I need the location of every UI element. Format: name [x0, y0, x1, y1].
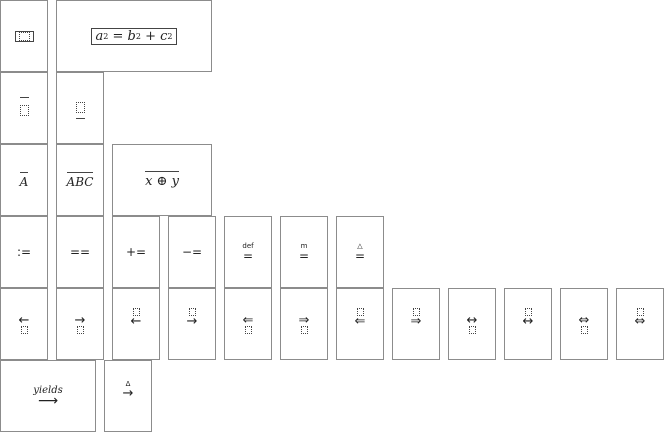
delta-equals-icon: △ =	[354, 242, 366, 263]
box-placeholder-button[interactable]	[0, 0, 48, 72]
double-right-arrow-below-icon: ⇒	[299, 314, 309, 334]
left-arrow-above-button[interactable]: ←	[112, 288, 160, 360]
double-left-arrow-above-button[interactable]: ⇐	[336, 288, 384, 360]
double-left-arrow-below-icon: ⇐	[243, 314, 253, 334]
overbar-a-button[interactable]: A	[0, 144, 48, 216]
double-left-right-arrow-above-icon: ⇔	[635, 307, 645, 328]
equal-by-definition-icon: def =	[242, 242, 254, 263]
double-equals-button[interactable]: ==	[56, 216, 104, 288]
underbar-placeholder-button[interactable]	[56, 72, 104, 144]
overbar-xor-button[interactable]: x ⊕ y	[112, 144, 212, 216]
measured-by-button[interactable]: m =	[280, 216, 328, 288]
overbar-abc-button[interactable]: ABC	[56, 144, 104, 216]
underbar-placeholder-icon	[75, 97, 85, 119]
double-left-right-arrow-below-icon: ⇔	[579, 314, 589, 334]
minus-equals-label: −=	[181, 245, 203, 259]
colon-equals-label: :=	[16, 245, 32, 259]
plus-equals-label: +=	[125, 245, 147, 259]
double-left-right-arrow-above-button[interactable]: ⇔	[616, 288, 664, 360]
boxed-placeholder-icon	[14, 30, 34, 42]
equal-by-definition-button[interactable]: def =	[224, 216, 272, 288]
yields-arrow-icon: yields ⟶	[33, 385, 63, 409]
left-arrow-below-button[interactable]: ←	[0, 288, 48, 360]
yields-arrow-button[interactable]: yields ⟶	[0, 360, 96, 432]
left-arrow-above-icon: ←	[131, 307, 141, 328]
double-left-arrow-below-button[interactable]: ⇐	[224, 288, 272, 360]
left-right-arrow-below-button[interactable]: ↔	[448, 288, 496, 360]
right-arrow-above-button[interactable]: →	[168, 288, 216, 360]
delta-arrow-icon: Δ →	[122, 379, 134, 401]
double-equals-label: ==	[69, 245, 91, 259]
right-arrow-below-icon: →	[75, 314, 85, 334]
overbar-placeholder-button[interactable]	[0, 72, 48, 144]
right-arrow-below-button[interactable]: →	[56, 288, 104, 360]
overbar-a-label: A	[19, 171, 29, 189]
left-right-arrow-above-button[interactable]: ↔	[504, 288, 552, 360]
double-left-right-arrow-below-button[interactable]: ⇔	[560, 288, 608, 360]
overbar-placeholder-icon	[19, 97, 29, 119]
overbar-xor-label: x ⊕ y	[145, 171, 179, 189]
minus-equals-button[interactable]: −=	[168, 216, 216, 288]
colon-equals-button[interactable]: :=	[0, 216, 48, 288]
double-left-arrow-above-icon: ⇐	[355, 307, 365, 328]
delta-equals-button[interactable]: △ =	[336, 216, 384, 288]
left-right-arrow-below-icon: ↔	[467, 314, 477, 334]
plus-equals-button[interactable]: +=	[112, 216, 160, 288]
left-arrow-below-icon: ←	[19, 314, 29, 334]
delta-arrow-button[interactable]: Δ →	[104, 360, 152, 432]
double-right-arrow-above-icon: ⇒	[411, 307, 421, 328]
measured-by-icon: m =	[298, 242, 310, 263]
double-right-arrow-above-button[interactable]: ⇒	[392, 288, 440, 360]
double-right-arrow-below-button[interactable]: ⇒	[280, 288, 328, 360]
right-arrow-above-icon: →	[187, 307, 197, 328]
overbar-abc-label: ABC	[66, 171, 94, 189]
left-right-arrow-above-icon: ↔	[523, 307, 533, 328]
